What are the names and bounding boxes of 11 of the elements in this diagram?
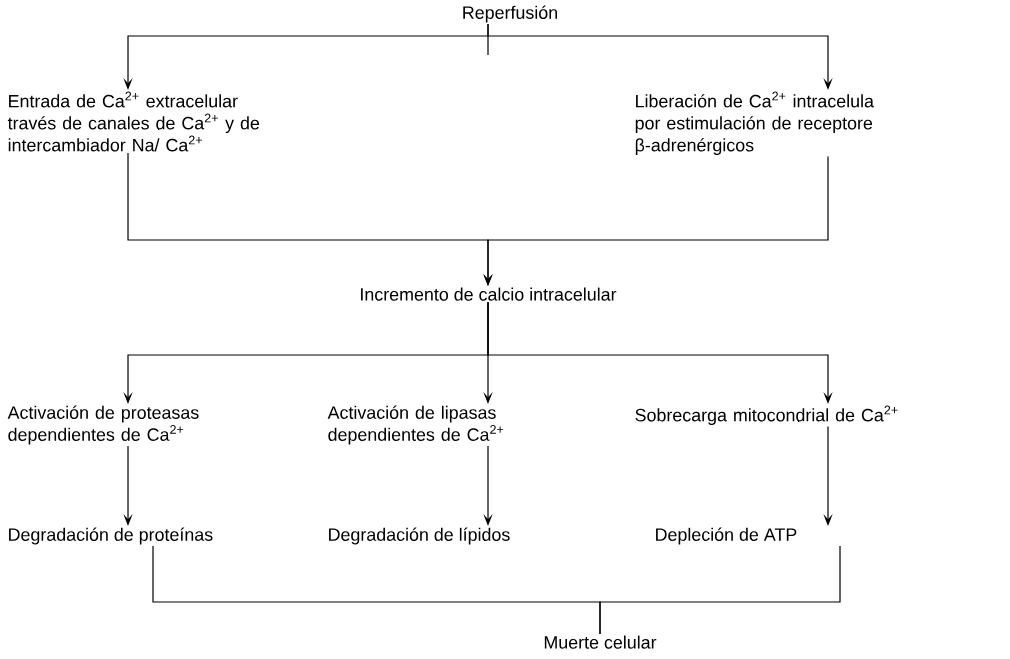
- text-label: Degradación de proteínas: [9, 527, 213, 545]
- text-label: Activación de lipasas dependientes de Ca$^{2+}$: [327, 405, 504, 445]
- text-label: Incremento de calcio intracelular: [361, 287, 617, 301]
- text-label: Degradación de lípidos: [329, 527, 510, 545]
- text-label: Entrada de Ca$^{2+}$ extracelular través de canales de Ca$^{2+}$ y de intercambiador Na/ Ca$^{2+}$: [7, 91, 260, 152]
- text-label: Liberación de Ca$^{2+}$ intracelula por estimulación de receptore β-adrenérgicos: [635, 91, 874, 155]
- text-label: Muerte celular: [544, 635, 657, 649]
- text-label: Reperfusión: [463, 5, 557, 23]
- text-label: Activación de proteasas dependientes de Ca$^{2+}$: [7, 405, 199, 445]
- text-label: Depleción de ATP: [656, 527, 797, 545]
- text-label: Sobrecarga mitocondrial de Ca$^{2+}$: [635, 405, 898, 425]
